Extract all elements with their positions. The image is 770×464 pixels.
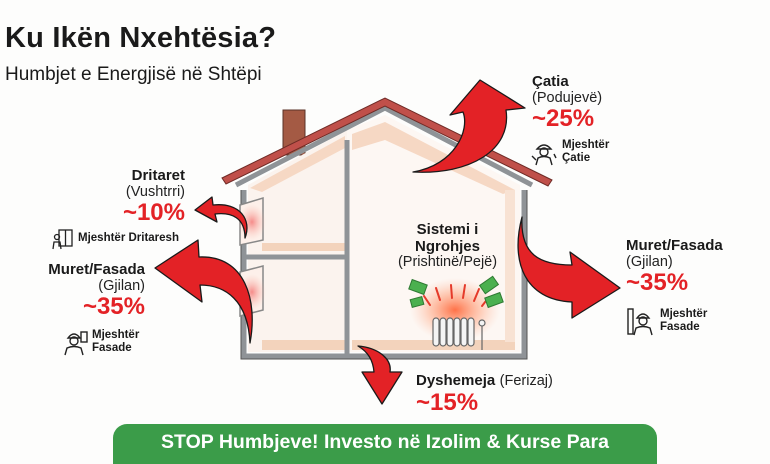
windows-name: Dritaret — [131, 167, 185, 184]
roof-pro-line1: Mjeshtër — [562, 138, 610, 151]
roofer-worker-icon — [531, 144, 557, 166]
page-title: Ku Ikën Nxehtësia? — [5, 22, 277, 54]
facade-worker-icon — [627, 308, 653, 336]
floor-name: Dyshemeja — [416, 372, 496, 389]
heating-name-line2: Ngrohjes — [414, 237, 480, 255]
roof-name: Çatia — [532, 73, 569, 90]
walls-left-name: Muret/Fasada — [48, 261, 145, 278]
walls-right-percent: ~35% — [626, 269, 689, 297]
roof-pro-line2: Çatie — [562, 152, 591, 164]
floor-percent: ~15% — [416, 388, 479, 416]
roof-loss-label: Çatia (Podujevë) ~25% — [532, 73, 603, 133]
walls-left-pro-line1: Mjeshtër — [92, 328, 140, 341]
window-loss-arrow — [194, 196, 248, 239]
roof-city: (Podujevë) — [532, 89, 603, 106]
windows-pro-line1: Mjeshtër Dritaresh — [78, 232, 179, 245]
windows-loss-label: Dritaret (Vushtrri) ~10% — [110, 167, 185, 227]
wall-right-loss-arrow — [517, 216, 621, 319]
windows-percent: ~10% — [122, 199, 185, 227]
floor-loss-label: Dyshemeja (Ferizaj) ~15% — [416, 372, 553, 415]
facade-worker-icon — [64, 331, 88, 356]
walls-right-name: Muret/Fasada — [626, 237, 723, 254]
radiator-icon — [432, 317, 486, 350]
walls-right-pro-line2: Fasade — [660, 321, 700, 333]
window-installer-icon — [52, 229, 73, 250]
windows-professional: Mjeshtër Dritaresh — [52, 228, 179, 250]
roof-loss-arrow — [412, 79, 526, 173]
walls-right-city: (Gjilan) — [626, 253, 673, 270]
walls-left-loss-label: Muret/Fasada (Gjilan) ~35% — [30, 261, 145, 321]
heating-city: (Prishtinë/Pejë) — [397, 254, 498, 270]
windows-city: (Vushtrri) — [125, 183, 185, 200]
walls-right-pro-line1: Mjeshtër — [660, 307, 708, 320]
heating-system-label: Sistemi i Ngrohjes (Prishtinë/Pejë) — [385, 221, 510, 271]
roof-percent: ~25% — [532, 105, 595, 133]
walls-right-loss-label: Muret/Fasada (Gjilan) ~35% — [626, 237, 723, 297]
floor-loss-arrow — [357, 345, 403, 405]
walls-left-percent: ~35% — [82, 293, 145, 321]
wall-left-loss-arrow — [154, 239, 253, 344]
heating-name-line1: Sistemi i — [416, 221, 479, 238]
money-icon — [408, 275, 504, 309]
walls-left-city: (Gjilan) — [98, 277, 145, 294]
page-subtitle: Humbjet e Energjisë në Shtëpi — [5, 64, 262, 85]
roof — [221, 97, 553, 187]
walls-left-pro-line2: Fasade — [92, 342, 132, 354]
cta-banner[interactable]: STOP Humbjeve! Investo në Izolim & Kurse… — [113, 424, 657, 464]
floor-city: (Ferizaj) — [499, 373, 553, 389]
